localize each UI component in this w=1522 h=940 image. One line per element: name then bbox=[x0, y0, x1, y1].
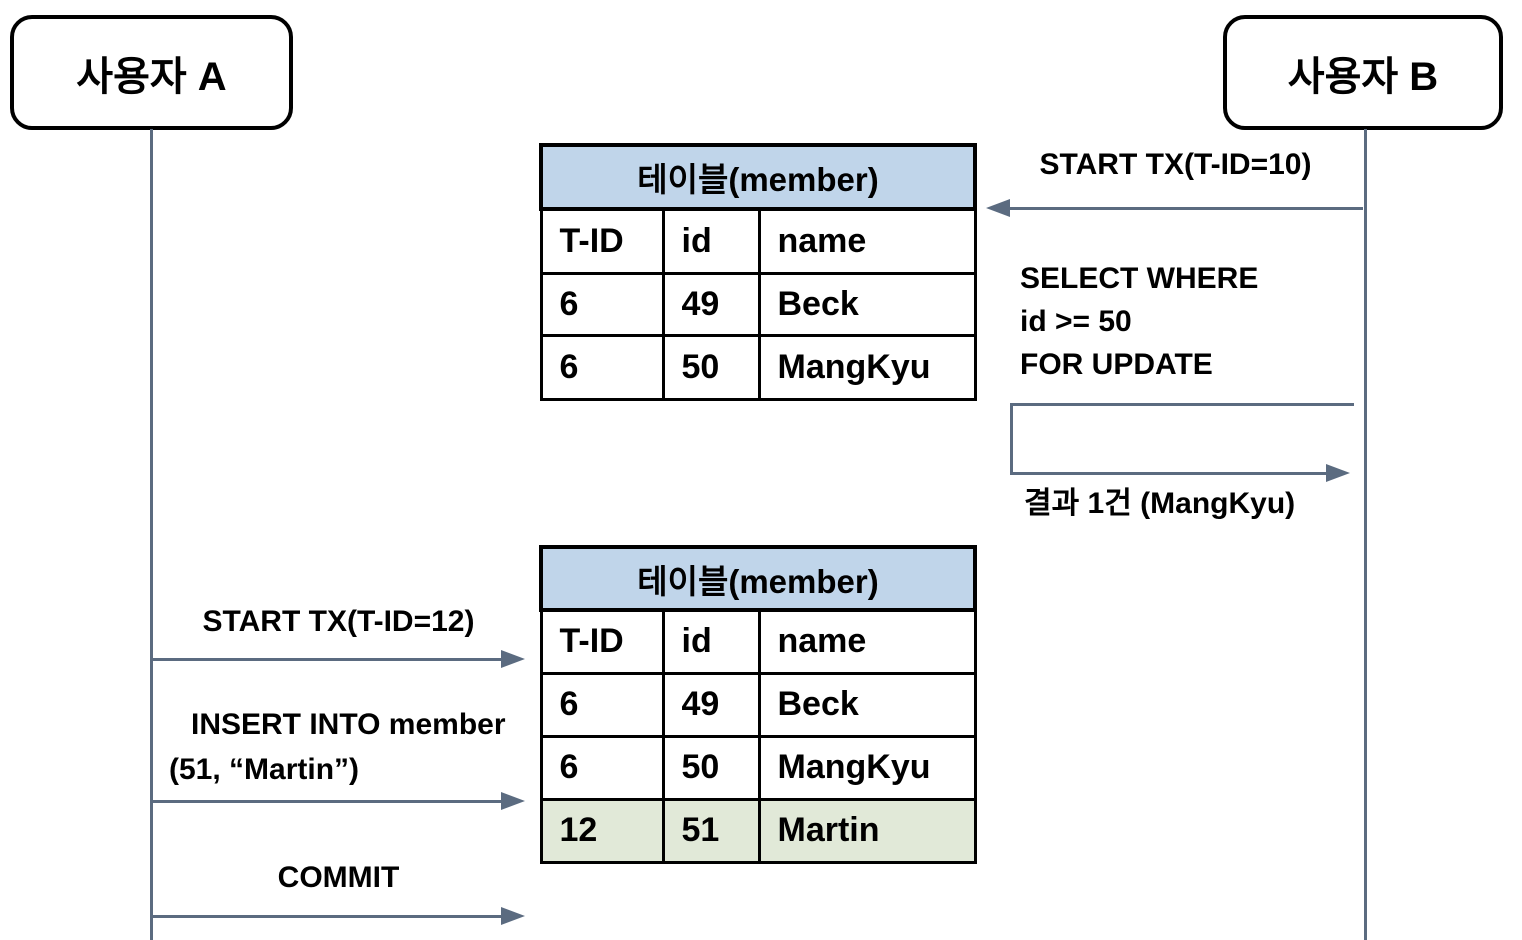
table-cell: 50 bbox=[661, 734, 761, 801]
arrow-start-tx-a-line bbox=[152, 658, 502, 661]
table-row-highlighted: 12 51 Martin bbox=[539, 797, 977, 864]
self-call-arrow-head-icon bbox=[1326, 464, 1350, 482]
select-query-line-3: FOR UPDATE bbox=[1020, 348, 1213, 381]
table-title: 테이블(member) bbox=[539, 143, 977, 211]
label-start-tx-a: START TX(T-ID=12) bbox=[202, 605, 475, 638]
table-cell: Beck bbox=[757, 671, 977, 738]
table-cell: 49 bbox=[661, 271, 761, 337]
result-label: 결과 1건 (MangKyu) bbox=[1024, 487, 1296, 520]
table-row: 6 50 MangKyu bbox=[539, 734, 977, 801]
self-call-bracket-left-line bbox=[1010, 403, 1013, 475]
arrow-commit-head-icon bbox=[501, 907, 525, 925]
column-header-id: id bbox=[661, 608, 761, 675]
column-header-name: name bbox=[757, 207, 977, 275]
table-row: 6 50 MangKyu bbox=[539, 333, 977, 401]
table-row: 6 49 Beck bbox=[539, 671, 977, 738]
table-cell: 50 bbox=[661, 333, 761, 401]
arrow-insert-line bbox=[152, 800, 502, 803]
table-cell: 12 bbox=[539, 797, 665, 864]
insert-label-line-1: INSERT INTO member bbox=[191, 708, 506, 741]
column-header-tid: T-ID bbox=[539, 608, 665, 675]
table-cell: Martin bbox=[757, 797, 977, 864]
actor-label-user-b: 사용자 B bbox=[1287, 54, 1439, 99]
member-table-snapshot-2: 테이블(member) T-ID id name 6 49 Beck 6 50 … bbox=[539, 545, 977, 864]
table-row: 6 49 Beck bbox=[539, 271, 977, 337]
commit-label: COMMIT bbox=[277, 861, 400, 894]
table-title: 테이블(member) bbox=[539, 545, 977, 612]
table-cell: Beck bbox=[757, 271, 977, 337]
select-query-line-1: SELECT WHERE bbox=[1020, 262, 1259, 295]
self-call-bracket-bottom-line bbox=[1010, 472, 1328, 475]
actor-box-user-a: 사용자 A bbox=[10, 15, 293, 130]
insert-label-line-2: (51, “Martin”) bbox=[169, 753, 360, 786]
table-cell: 51 bbox=[661, 797, 761, 864]
arrow-commit-line bbox=[152, 915, 502, 918]
table-cell: 6 bbox=[539, 734, 665, 801]
column-header-name: name bbox=[757, 608, 977, 675]
self-call-bracket-top-line bbox=[1010, 403, 1354, 406]
actor-label-user-a: 사용자 A bbox=[76, 54, 227, 99]
lifeline-user-b bbox=[1364, 129, 1367, 940]
table-cell: 6 bbox=[539, 271, 665, 337]
label-start-tx-b: START TX(T-ID=10) bbox=[1039, 148, 1312, 181]
select-query-line-2: id >= 50 bbox=[1020, 305, 1132, 338]
arrow-start-tx-b-line bbox=[1008, 207, 1363, 210]
table-cell: MangKyu bbox=[757, 333, 977, 401]
arrow-start-tx-a-head-icon bbox=[501, 650, 525, 668]
table-cell: MangKyu bbox=[757, 734, 977, 801]
column-header-id: id bbox=[661, 207, 761, 275]
table-cell: 49 bbox=[661, 671, 761, 738]
select-query-label: SELECT WHERE id >= 50 FOR UPDATE bbox=[1020, 257, 1258, 386]
arrow-start-tx-b-head-icon bbox=[986, 199, 1010, 217]
table-cell: 6 bbox=[539, 671, 665, 738]
member-table-snapshot-1: 테이블(member) T-ID id name 6 49 Beck 6 50 … bbox=[539, 143, 977, 401]
lifeline-user-a bbox=[150, 129, 153, 940]
actor-box-user-b: 사용자 B bbox=[1223, 15, 1503, 130]
column-header-tid: T-ID bbox=[539, 207, 665, 275]
arrow-insert-head-icon bbox=[501, 792, 525, 810]
table-cell: 6 bbox=[539, 333, 665, 401]
